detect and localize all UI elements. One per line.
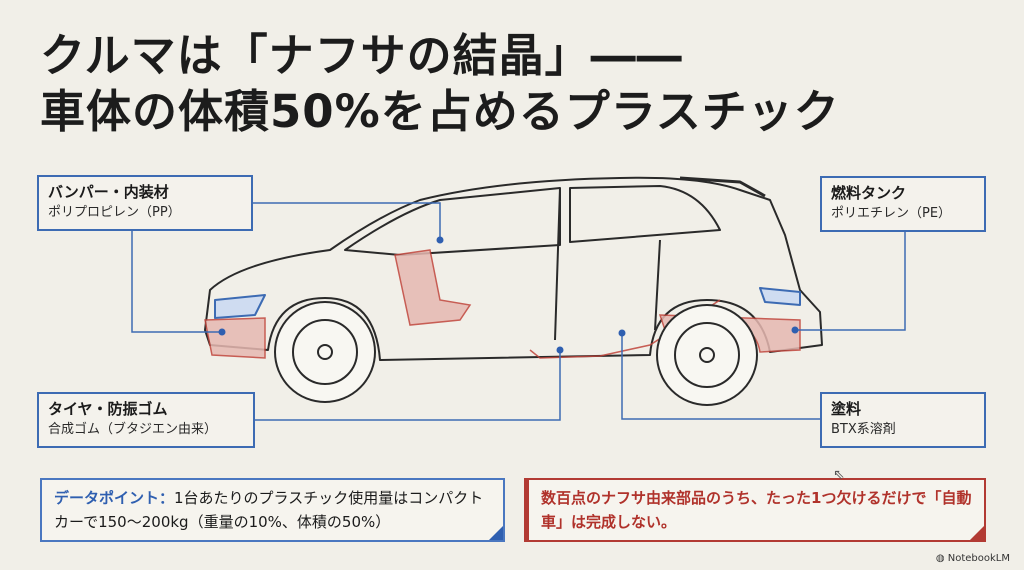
message-note: 数百点のナフサ由来部品のうち、たった1つ欠けるだけで「自動車」は完成しない。 (524, 478, 986, 542)
car-rear-window (569, 185, 721, 243)
headlight (214, 294, 266, 319)
slide-title: クルマは「ナフサの結晶」―― 車体の体積50%を占めるプラスチック (40, 28, 840, 140)
message-text: 数百点のナフサ由来部品のうち、たった1つ欠けるだけで「自動車」は完成しない。 (541, 489, 972, 531)
notebooklm-logo-icon: ◍ (935, 553, 948, 564)
taillight (759, 287, 801, 306)
data-point-text: 1台あたりのプラスチック使用量はコンパクトカーで150〜200kg（重量の10%… (54, 489, 484, 531)
roof-spoiler (679, 176, 766, 198)
mouse-cursor-icon: ⇖ (833, 467, 845, 483)
corner-accent (489, 526, 503, 540)
wheels (274, 301, 758, 406)
label-heading: タイヤ・防振ゴム (48, 400, 168, 418)
leader-lines (131, 202, 906, 421)
label-sub: ポリプロピレン（PP） (48, 205, 181, 220)
brand-watermark: ◍ NotebookLM (936, 553, 1010, 564)
label-sub: 合成ゴム（ブタジエン由来） (48, 422, 218, 437)
highlighted-parts (204, 249, 801, 359)
title-line-2: 車体の体積50%を占めるプラスチック (40, 85, 840, 138)
front-bumper-part (204, 317, 266, 359)
brand-name: NotebookLM (947, 553, 1010, 564)
label-heading: 燃料タンク (831, 184, 907, 202)
label-heading: 塗料 (831, 400, 862, 418)
car-door-line (554, 187, 661, 341)
car-window-line (344, 187, 561, 256)
label-tire-rubber: タイヤ・防振ゴム 合成ゴム（ブタジエン由来） (37, 392, 255, 448)
title-line-1: クルマは「ナフサの結晶」―― (40, 29, 683, 82)
data-point-note: データポイント：1台あたりのプラスチック使用量はコンパクトカーで150〜200k… (40, 478, 505, 542)
car-body-outline (204, 176, 823, 361)
data-point-key: データポイント： (54, 489, 175, 507)
label-heading: バンパー・内装材 (48, 183, 169, 201)
label-bumper-interior: バンパー・内装材 ポリプロピレン（PP） (37, 175, 253, 231)
label-sub: ポリエチレン（PE） (831, 206, 952, 221)
label-sub: BTX系溶剤 (831, 422, 896, 437)
label-fuel-tank: 燃料タンク ポリエチレン（PE） (820, 176, 986, 232)
leader-dots (218, 236, 799, 354)
label-paint: 塗料 BTX系溶剤 (820, 392, 986, 448)
interior-seat-part (394, 249, 472, 326)
corner-accent (970, 526, 984, 540)
